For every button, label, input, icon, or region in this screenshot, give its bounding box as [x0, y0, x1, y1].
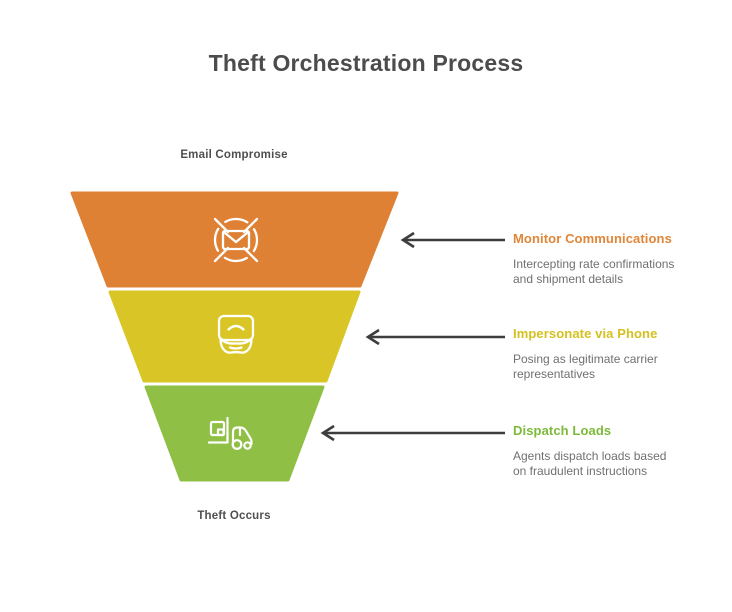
- arrow-dispatch-loads: [320, 424, 505, 442]
- stage-heading: Dispatch Loads: [513, 423, 612, 438]
- funnel-stage-dispatch-loads: [144, 385, 325, 482]
- page-title: Theft Orchestration Process: [208, 50, 524, 76]
- stage-description: Posing as legitimate carrier representat…: [513, 352, 658, 381]
- annotation-dispatch-loads: Dispatch Loads Agents dispatch loads bas…: [513, 423, 713, 479]
- annotation-monitor-communications: Monitor Communications Intercepting rate…: [513, 231, 713, 287]
- arrow-impersonate-via-phone: [365, 328, 505, 346]
- intercepted-email-icon: [213, 217, 259, 263]
- funnel-entry-label: Email Compromise: [180, 149, 288, 161]
- stage-description: Intercepting rate confirmations and ship…: [513, 257, 675, 286]
- forklift-icon: [207, 416, 253, 450]
- stage-description: Agents dispatch loads based on fraudulen…: [513, 449, 667, 478]
- arrow-monitor-communications: [400, 231, 505, 249]
- annotation-impersonate-via-phone: Impersonate via Phone Posing as legitima…: [513, 326, 713, 382]
- funnel-exit-label: Theft Occurs: [197, 510, 271, 522]
- connector-arrows: [320, 231, 505, 442]
- stage-heading: Monitor Communications: [513, 231, 672, 246]
- impersonation-mask-icon: [217, 314, 255, 354]
- funnel-stage-impersonate-via-phone: [108, 290, 361, 383]
- stage-heading: Impersonate via Phone: [513, 326, 658, 341]
